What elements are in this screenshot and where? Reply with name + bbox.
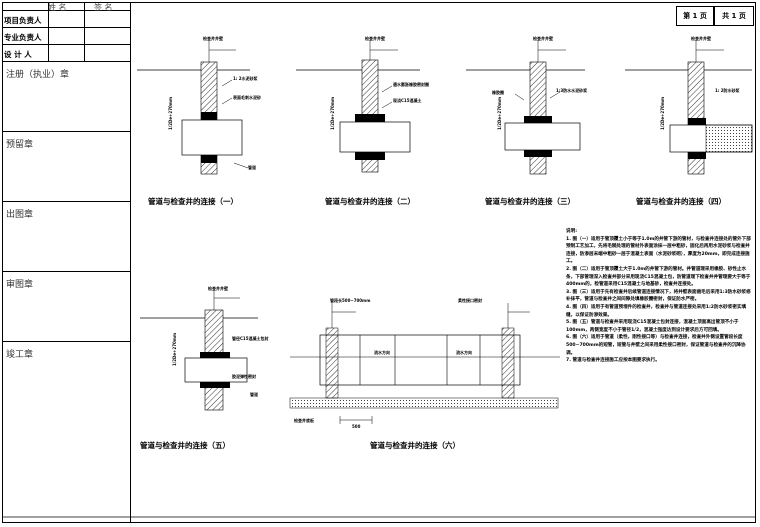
leader — [549, 91, 561, 99]
label-dim: 1/2De+270mm — [497, 96, 502, 130]
label-well-wall: 检查井井壁 — [691, 36, 711, 41]
stamp-box: 出图章 — [2, 202, 131, 272]
leader — [381, 85, 393, 93]
stamp-label: 注册（执业）章 — [6, 70, 70, 80]
label-well-wall: 检查井井壁 — [365, 36, 385, 41]
seal-band — [688, 118, 706, 125]
stamp-label: 预留章 — [6, 140, 34, 150]
label-rubber-seal: 胶泥弹性密封 — [232, 374, 256, 379]
pipe-run — [319, 334, 521, 386]
seal-band — [524, 150, 552, 157]
label-asphalt: 1: 2防水砂浆 — [715, 88, 740, 93]
label-well-bottom: 检查井底板 — [294, 418, 314, 423]
stamp-label: 竣工章 — [6, 350, 34, 360]
divider — [48, 2, 49, 62]
pipe — [339, 121, 411, 153]
label-mortar3: 1:3防水水泥砂浆 — [556, 88, 588, 93]
role-label: 项目负责人 — [4, 16, 42, 25]
note-item: 5. 图（五）管道与检查井采用现浇C15混凝土包封连接，混凝土顶面高出管顶不小于… — [566, 320, 739, 333]
page-total: 共 1 页 — [714, 6, 754, 26]
label-well-wall: 检查井井壁 — [208, 286, 228, 291]
note-item: 3. 图（三）适用于先有检查井后续管道连接情况下，将井壁表面凿毛后采用1:3防水… — [566, 289, 751, 303]
stamp-label: 审图章 — [6, 280, 34, 290]
pipe — [184, 357, 248, 383]
label-dim: 1/2De+270mm — [660, 96, 665, 130]
pipe — [504, 122, 581, 151]
label-water-level: 流水方向 — [456, 350, 472, 355]
divider — [84, 2, 85, 62]
note-item: 2. 图（二）适用于管顶覆土大于1.0m的井管下游的管材。井管道理采用橡胶、砂性… — [566, 266, 751, 288]
detail-title: 管道与检查井的连接（三） — [485, 197, 575, 206]
leader — [221, 97, 233, 105]
role-row-3: 设 计 人 — [2, 45, 131, 62]
role-row-2: 专业负责人 — [2, 28, 131, 45]
notes-heading: 说明: — [566, 229, 578, 234]
corrugated-pipe — [705, 124, 753, 153]
label-water-level: 流水方向 — [374, 350, 390, 355]
role-label: 专业负责人 — [4, 33, 42, 42]
stamp-box: 审图章 — [2, 272, 131, 342]
detail-title: 管道与检查井的连接（五） — [140, 441, 230, 450]
label-c15: 现浇C15混凝土 — [393, 98, 422, 103]
notes-block: 说明: 1. 图（一）适用于管顶覆土小于等于1.0m的井管下游的管材，与检查井连… — [566, 228, 754, 365]
detail-6 — [289, 303, 560, 424]
seal-band — [355, 152, 385, 160]
leader — [233, 162, 249, 169]
well-bottom — [289, 397, 559, 409]
seal-band — [688, 152, 706, 159]
seal-band — [201, 112, 217, 120]
label-dim: 1/2De+270mm — [172, 332, 177, 366]
label-pipe-c15: 管径C15混凝土包封 — [232, 336, 269, 341]
stamp-box: 预留章 — [2, 132, 131, 202]
stamp-label: 出图章 — [6, 210, 34, 220]
well-wall — [325, 327, 339, 399]
col-name-label: 姓 名 — [48, 3, 67, 12]
label-dim: 1/2De+270mm — [330, 96, 335, 130]
label-pipe-length: 管段长500~700mm — [330, 298, 371, 303]
note-item: 1. 图（一）适用于管顶覆土小于等于1.0m的井管下游的管材，与检查井连接处的管… — [566, 236, 751, 265]
seal-band — [201, 155, 217, 163]
stamp-box: 竣工章 — [2, 342, 131, 412]
label-dim-500: 500 — [352, 424, 361, 429]
label-waterproof: 遇水膨胀橡胶密封圈 — [393, 82, 429, 87]
leader — [221, 79, 233, 87]
label-well-wall: 检查井井壁 — [533, 36, 553, 41]
role-label: 设 计 人 — [4, 50, 32, 59]
label-flexible: 柔性接口密封 — [458, 298, 482, 303]
detail-title: 管道与检查井的连接（六） — [370, 441, 460, 450]
title-block-header: 姓 名 签 名 — [2, 2, 131, 12]
note-item: 4. 图（四）适用于有管道预埋件的检查井，检查井与管道连接处采用1:2防水砂浆密… — [566, 304, 747, 318]
label-dim: 1/2De+270mm — [168, 96, 173, 130]
title-block: 姓 名 签 名 项目负责人 专业负责人 设 计 人 注册（执业）章 预留章 出图… — [2, 2, 131, 523]
detail-4 — [625, 40, 753, 175]
detail-2 — [296, 40, 420, 173]
stamp-box: 注册（执业）章 — [2, 62, 131, 132]
detail-title: 管道与检查井的连接（四） — [636, 197, 726, 206]
note-item: 6. 图（六）适用于管道（柔性，刚性接口等）与检查井连接，检查井外侧设置管段长度… — [566, 335, 746, 356]
label-pipe: 管道 — [250, 392, 258, 397]
detail-title: 管道与检查井的连接（一） — [148, 197, 238, 206]
page-number: 第 1 页 — [676, 6, 714, 26]
detail-3 — [466, 40, 585, 175]
well-wall — [501, 327, 515, 399]
pipe — [181, 119, 243, 156]
label-mortar: 1: 2水泥砂浆 — [233, 76, 258, 81]
detail-5 — [140, 290, 258, 411]
detail-title: 管道与检查井的连接（二） — [325, 197, 415, 206]
label-well-wall: 检查井井壁 — [203, 36, 223, 41]
seal-band — [355, 114, 385, 122]
label-pipe: 管道 — [248, 165, 256, 170]
role-row-1: 项目负责人 — [2, 11, 131, 28]
seal-band — [524, 116, 552, 123]
label-rubber-ring: 橡胶圈 — [492, 90, 504, 95]
leader — [514, 93, 525, 101]
leader — [381, 101, 393, 109]
col-sign-label: 签 名 — [94, 3, 113, 12]
note-item: 7. 管道与检查井连接施工应按本图要求执行。 — [566, 358, 660, 364]
detail-1 — [137, 40, 250, 175]
label-mortar-gap: 表面毛刺水泥砂 — [233, 95, 261, 100]
